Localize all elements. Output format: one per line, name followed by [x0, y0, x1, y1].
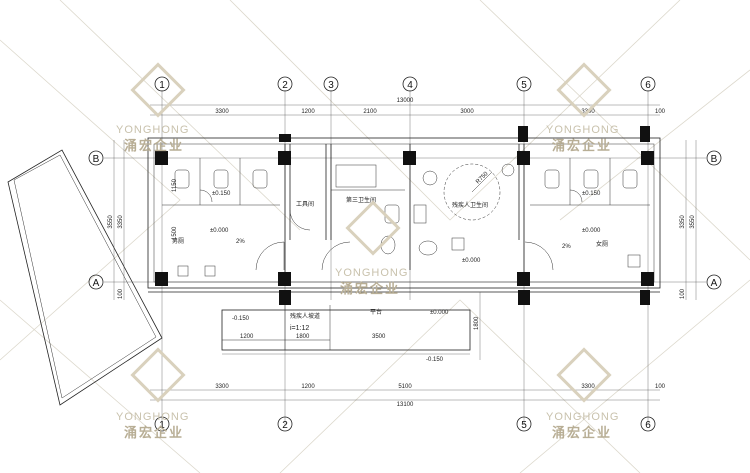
left-room-label: 男厕 — [172, 238, 184, 245]
right-slope: 2% — [562, 244, 571, 250]
ramp-platform — [221, 292, 481, 360]
left-toilet-level: ±0.150 — [212, 191, 231, 197]
bottom-dim-4: 3300 — [581, 384, 595, 390]
turning-circle — [443, 163, 501, 221]
bottom-axis-bubbles: 1 2 5 6 — [154, 416, 656, 432]
left-dim-1500: 1500 — [172, 226, 178, 240]
bottom-total-dim: 13100 — [397, 402, 414, 408]
top-dim-edge: 100 — [655, 109, 666, 115]
right-floor-level: ±0.000 — [582, 228, 601, 234]
axis-label-A-left: A — [93, 278, 100, 289]
axis-label-1-bottom: 1 — [159, 420, 165, 431]
axis-label-5-top: 5 — [521, 80, 527, 91]
watermark-logo-bottom-left: YONGHONG 涌宏企业 — [116, 347, 189, 440]
bottom-dim-1: 3300 — [215, 384, 229, 390]
axis-label-1-top: 1 — [159, 80, 165, 91]
watermark-latin-bottom-right: YONGHONG — [546, 411, 619, 423]
top-axis-bubbles: 1 2 3 4 5 6 — [154, 76, 656, 92]
watermark-cn-center: 涌宏企业 — [340, 281, 400, 296]
left-dim-1: 3550 — [108, 215, 114, 229]
watermark-latin-top-left: YONGHONG — [116, 124, 189, 136]
left-floor-level: ±0.000 — [210, 228, 229, 234]
center-floor-level: ±0.000 — [462, 258, 481, 264]
watermark-logo-center: YONGHONG 涌宏企业 — [335, 200, 408, 296]
watermark-latin-center: YONGHONG — [335, 267, 408, 279]
exterior-walls — [147, 137, 661, 293]
axis-label-B-right: B — [711, 154, 718, 165]
watermark-latin-bottom-left: YONGHONG — [116, 411, 189, 423]
watermark-cn-top-right: 涌宏企业 — [552, 138, 612, 153]
side-axis-bubbles: B A B A — [88, 150, 722, 290]
watermark-logo-bottom-right: YONGHONG 涌宏企业 — [546, 347, 619, 440]
axis-grid — [104, 90, 706, 425]
watermark-cn-bottom-right: 涌宏企业 — [552, 425, 612, 440]
top-dim-3: 2100 — [363, 109, 377, 115]
platform-level: ±0.000 — [430, 310, 449, 316]
ramp-ratio: i=1:12 — [290, 325, 309, 332]
right-dim-1: 3350 — [680, 215, 686, 229]
right-dim-2: 3550 — [690, 215, 696, 229]
platform-label: 平台 — [370, 308, 382, 316]
room-labels: ±0.150 ±0.000 男厕 2% 1500 1150 工具间 第三卫生间 … — [172, 171, 608, 363]
axis-label-2-top: 2 — [282, 80, 288, 91]
axis-label-A-right: A — [711, 278, 718, 289]
ramp-dim-1200: 1200 — [240, 334, 254, 340]
top-dim-2: 1200 — [301, 109, 315, 115]
outer-level-left: -0.150 — [232, 316, 250, 322]
bottom-dim-edge: 100 — [655, 384, 666, 390]
watermark-logos: YONGHONG 涌宏企业 YONGHONG 涌宏企业 YONGHONG 涌宏企… — [116, 62, 619, 440]
top-dim-4: 3000 — [460, 109, 474, 115]
right-room-label: 女厕 — [596, 240, 608, 248]
ramp-dim-3500: 3500 — [372, 334, 386, 340]
top-dim-1: 3300 — [215, 109, 229, 115]
watermark-logo-top-right: YONGHONG 涌宏企业 — [546, 62, 619, 153]
watermark-logo-top-left: YONGHONG 涌宏企业 — [116, 62, 189, 153]
tool-room-label: 工具间 — [296, 200, 314, 208]
left-dim-3: 100 — [118, 288, 124, 299]
axis-label-6-top: 6 — [645, 80, 651, 91]
left-dim-2: 3350 — [118, 215, 124, 229]
bottom-dim-2: 1200 — [301, 384, 315, 390]
structural-columns — [155, 126, 654, 305]
door-swings — [199, 189, 583, 271]
watermark-cn-top-left: 涌宏企业 — [124, 138, 184, 153]
left-slope: 2% — [236, 239, 245, 245]
top-total-dim: 13000 — [397, 98, 414, 104]
outer-level-bottom: -0.150 — [426, 357, 444, 363]
left-dim-1150: 1150 — [172, 178, 178, 192]
right-dim-3: 100 — [680, 288, 686, 299]
axis-label-2-bottom: 2 — [282, 420, 288, 431]
nursing-room-label: 残疾人卫生间 — [452, 201, 488, 209]
side-dimensions: 3550 3350 100 3350 3550 100 — [108, 140, 697, 300]
disabled-room-label: 第三卫生间 — [346, 196, 376, 204]
ramp-label: 残疾人坡道 — [290, 312, 320, 320]
axis-label-6-bottom: 6 — [645, 420, 651, 431]
right-toilet-level: ±0.150 — [582, 191, 601, 197]
axis-label-4-top: 4 — [407, 80, 413, 91]
radius-label: R750 — [475, 171, 490, 186]
bottom-dim-3: 5100 — [398, 384, 412, 390]
plumbing-fixtures — [174, 163, 641, 277]
watermark-latin-top-right: YONGHONG — [546, 124, 619, 136]
ramp-dim-1800: 1800 — [296, 334, 310, 340]
axis-label-B-left: B — [93, 154, 100, 165]
axis-label-5-bottom: 5 — [521, 420, 527, 431]
watermark-cn-bottom-left: 涌宏企业 — [124, 425, 184, 440]
ramp-dim-1800-vertical: 1800 — [474, 316, 480, 330]
axis-label-3-top: 3 — [328, 80, 334, 91]
